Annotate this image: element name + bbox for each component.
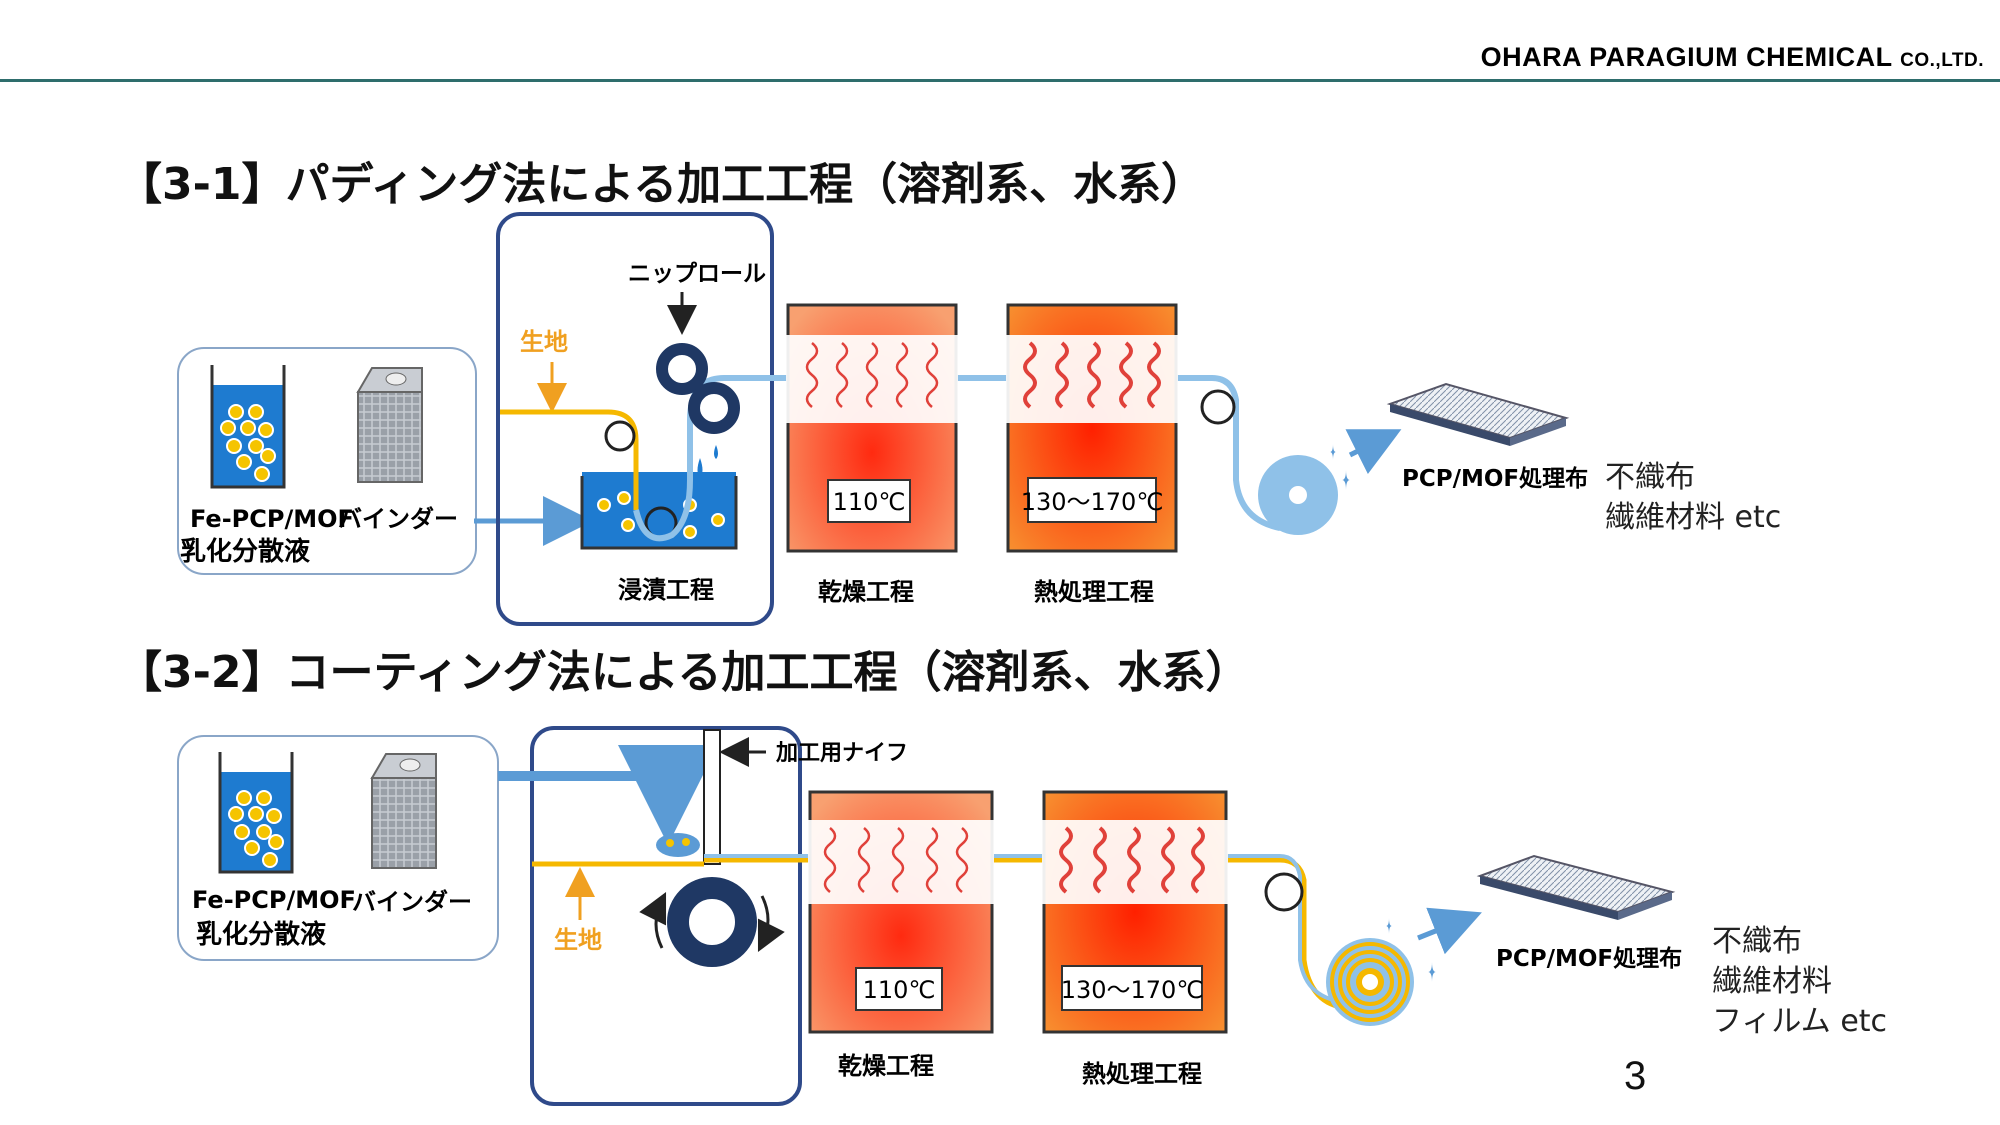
- applications-list-1: 不織布 繊維材料 etc: [1605, 458, 1781, 538]
- heat-label: 熱処理工程: [1034, 578, 1154, 606]
- binder-container-icon-2: [370, 753, 437, 869]
- dispersion-label-1: Fe-PCP/MOF: [190, 505, 354, 533]
- binder-label: バインダー: [338, 505, 458, 533]
- company-suffix: CO.,LTD.: [1900, 50, 1984, 71]
- material-label: 生地: [520, 328, 568, 356]
- material-label-2: 生地: [554, 926, 602, 954]
- fabric-path: [500, 409, 639, 510]
- coating-process: Fe-PCP/MOF 乳化分散液 バインダー 加工用ナイフ 生地: [177, 726, 1682, 1106]
- coated-fabric-yellow: [704, 857, 1349, 1011]
- product-roll-2: [1326, 938, 1414, 1026]
- application-item: フィルム etc: [1712, 1004, 1888, 1039]
- dryer-heat-waves: [805, 342, 939, 408]
- coating-bead: [656, 833, 700, 857]
- coating-knife: [703, 729, 721, 865]
- heat-waves: [1023, 341, 1161, 409]
- dispersion-label-2: 乳化分散液: [180, 537, 310, 567]
- nip-roll-label: ニップロール: [628, 261, 766, 287]
- page-number: 3: [1624, 1054, 1647, 1098]
- coating-stage-frame: [530, 726, 802, 1106]
- padding-process: Fe-PCP/MOF 乳化分散液 バインダー 生地 ニップロール 浸漬工程: [177, 212, 1588, 626]
- treated-fabric-icon: [1386, 382, 1570, 446]
- application-item: 不織布: [1605, 460, 1695, 495]
- header-divider: [0, 79, 2000, 82]
- product-label-2: PCP/MOF処理布: [1496, 945, 1682, 972]
- dip-stage-frame: [496, 212, 774, 626]
- heat-label-2: 熱処理工程: [1082, 1060, 1202, 1088]
- heat-temp: 130～170℃: [1021, 488, 1164, 516]
- dryer-temp-2: 110℃: [863, 976, 936, 1004]
- section-title-coating: 【3-2】コーティング法による加工工程（溶剤系、水系）: [118, 647, 1250, 698]
- nip-roll-bottom: [688, 382, 740, 434]
- section-title-padding: 【3-1】パディング法による加工工程（溶剤系、水系）: [118, 159, 1206, 210]
- guide-roller: [604, 420, 636, 452]
- applications-list-2: 不織布 繊維材料 フィルム etc: [1712, 922, 1887, 1042]
- application-item: 繊維材料: [1712, 964, 1832, 999]
- heat-temp-2: 130～170℃: [1061, 976, 1204, 1004]
- coated-fabric-blue: [704, 854, 1349, 1004]
- dispersion-label-2b: 乳化分散液: [196, 920, 326, 950]
- company-logo: OHARA PARAGIUM CHEMICAL CO.,LTD.: [1481, 42, 1984, 73]
- heat-waves-2: [1059, 826, 1205, 894]
- binder-container-icon: [356, 367, 423, 483]
- application-item: 繊維材料 etc: [1605, 500, 1782, 535]
- dip-label: 浸漬工程: [618, 576, 714, 604]
- coating-roller: [667, 877, 757, 967]
- dryer-label: 乾燥工程: [818, 578, 914, 606]
- company-name: OHARA PARAGIUM CHEMICAL: [1480, 42, 1893, 72]
- product-label: PCP/MOF処理布: [1402, 465, 1588, 492]
- dryer-temp: 110℃: [833, 488, 906, 516]
- knife-label: 加工用ナイフ: [775, 741, 908, 766]
- exit-roller-2: [1264, 872, 1304, 912]
- dip-tank: [580, 476, 738, 550]
- feed-arrow-2: [498, 745, 718, 845]
- dispersion-beaker-icon-2: [218, 752, 294, 874]
- dryer-label-2: 乾燥工程: [838, 1052, 934, 1080]
- dispersion-beaker-icon: [210, 365, 286, 489]
- treated-fabric-icon-2: [1476, 854, 1676, 920]
- dispersion-label-1b: Fe-PCP/MOF: [192, 886, 356, 914]
- application-item: 不織布: [1712, 924, 1802, 959]
- binder-label-2: バインダー: [352, 888, 472, 916]
- nip-roll-top: [656, 343, 708, 395]
- product-arrow-2: [1417, 907, 1482, 955]
- product-arrow: [1345, 429, 1402, 475]
- dryer-heat-waves-2: [823, 827, 969, 893]
- exit-roller: [1200, 389, 1236, 425]
